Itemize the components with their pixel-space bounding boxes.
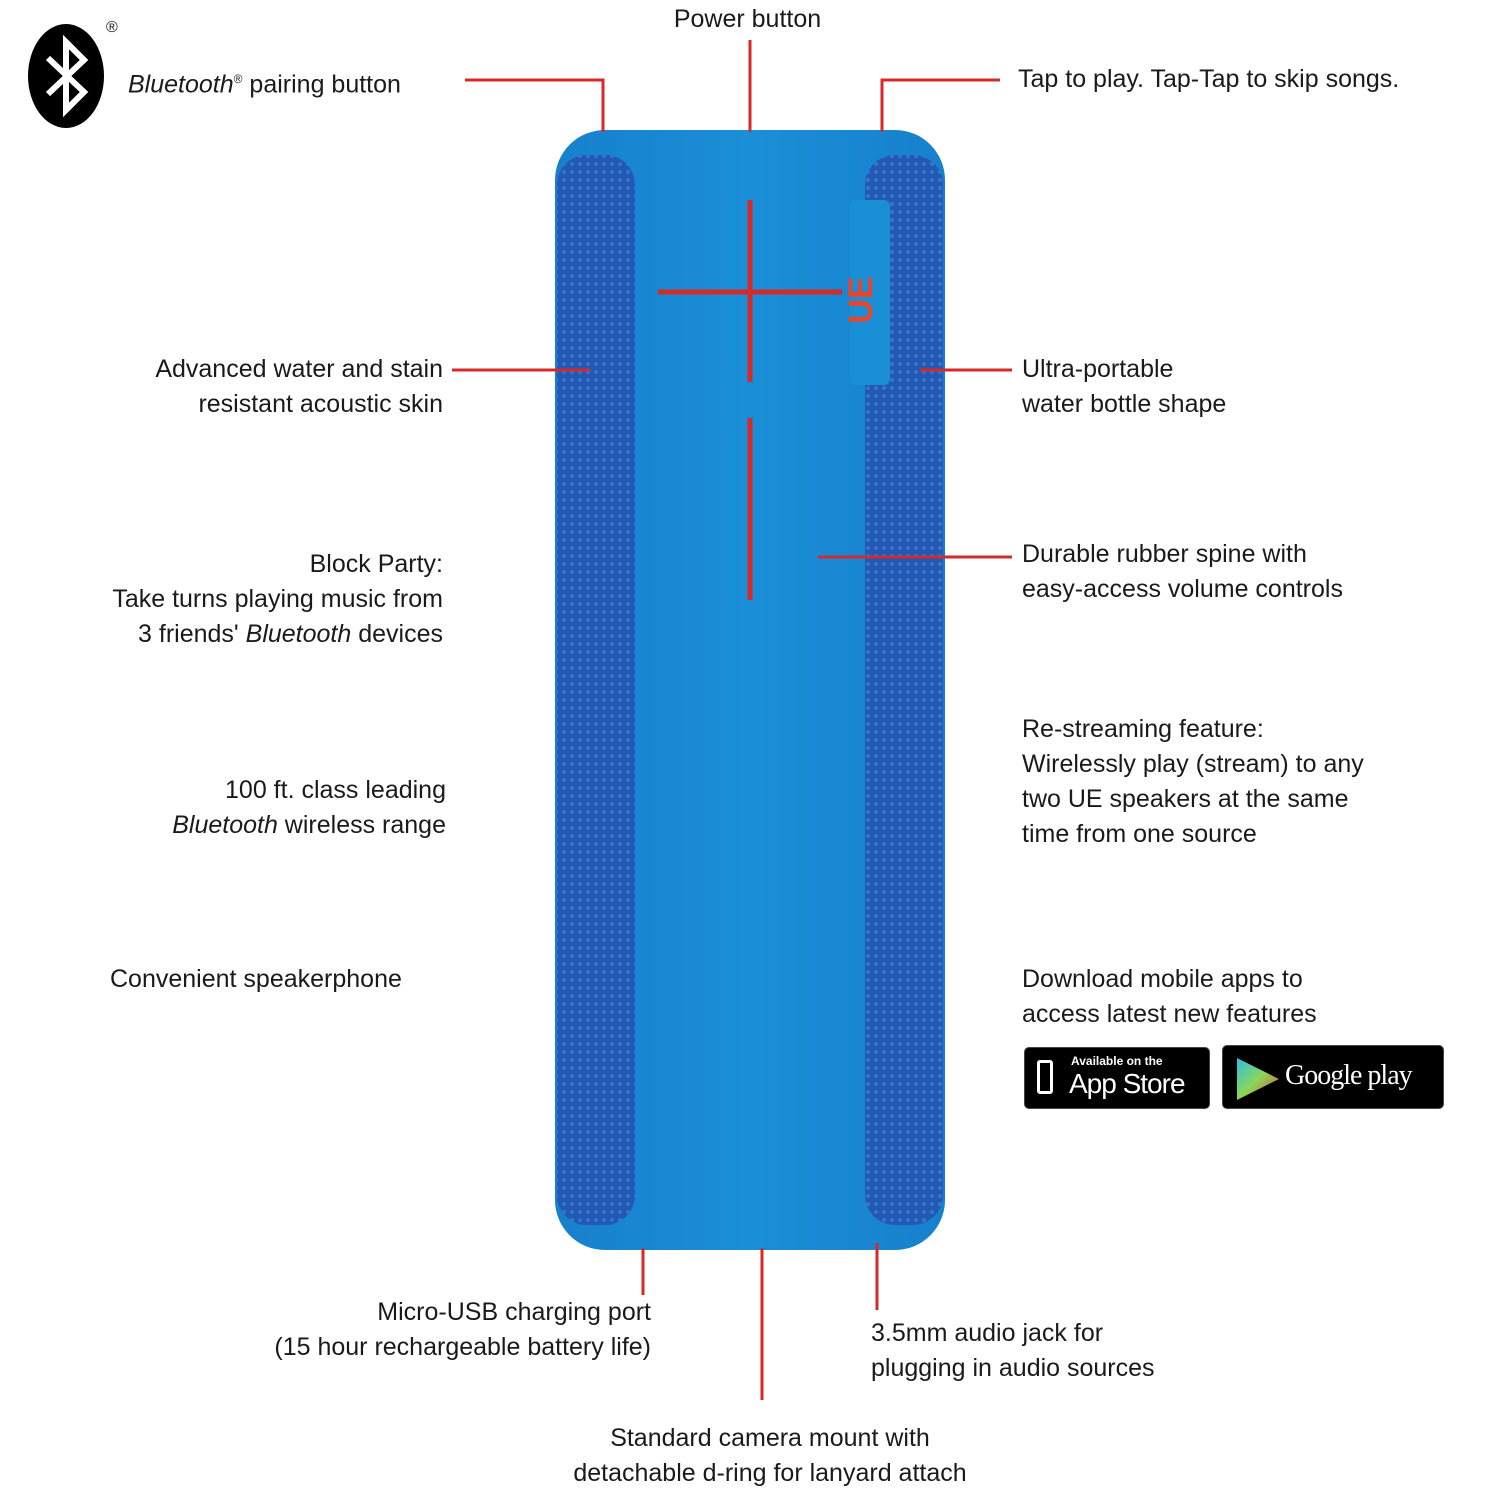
play-icon [1237,1058,1279,1100]
speaker-body [555,130,945,1250]
restreaming-label: Re-streaming feature:Wirelessly play (st… [1022,715,1364,848]
google-play-text: Google play [1285,1060,1413,1091]
right-acoustic-skin [865,155,943,1225]
app-store-text: App Store [1069,1068,1186,1099]
volume-up-plus [658,200,842,382]
app-store-badge[interactable]: Available on the App Store [1024,1047,1210,1109]
callout-lines [452,40,1012,1400]
block-party-label: Block Party:Take turns playing music fro… [112,550,443,648]
usb-port-label: Micro-USB charging port(15 hour recharge… [274,1298,651,1361]
left-acoustic-skin [557,155,635,1225]
registered-mark: ® [106,19,118,36]
google-play-badge[interactable]: Google play [1222,1045,1444,1109]
app-store-small-text: Available on the [1071,1054,1163,1068]
power-button-label: Power button [673,5,822,33]
logo-panel [850,200,890,385]
ue-logo: UE [842,276,880,323]
speakerphone-label: Convenient speakerphone [110,965,402,993]
tap-play-label: Tap to play. Tap-Tap to skip songs. [1018,65,1400,93]
phone-icon [1037,1060,1053,1094]
bluetooth-pairing-label: Bluetooth® pairing button [128,70,401,99]
bluetooth-logo [28,24,104,128]
